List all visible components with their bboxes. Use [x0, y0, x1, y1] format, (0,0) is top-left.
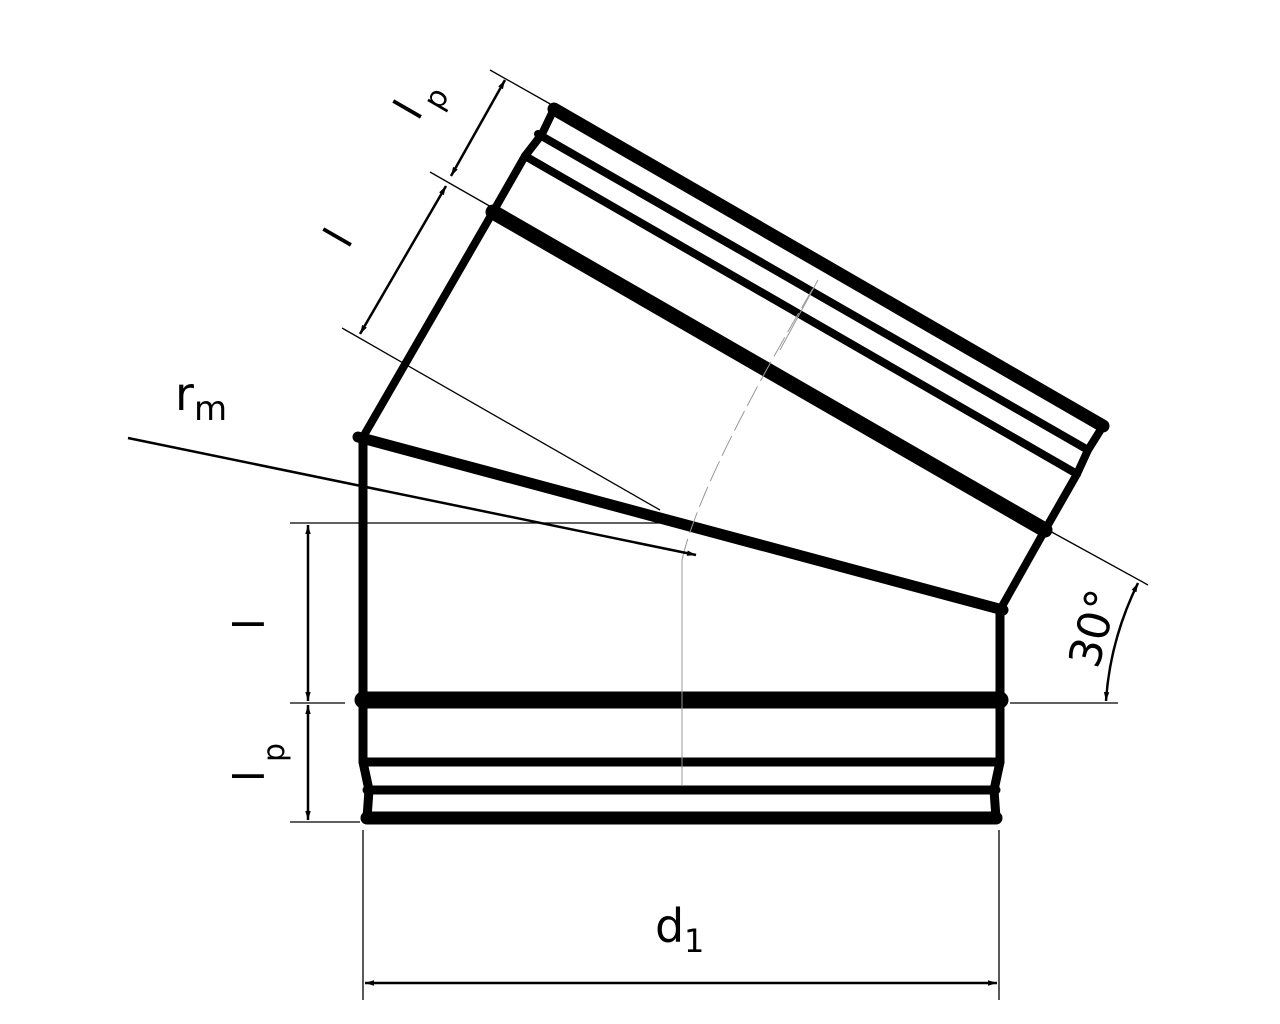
- upper-segment: [359, 102, 1110, 614]
- lp-left-sub: p: [257, 743, 292, 762]
- upper-wall-right-2: [1041, 470, 1081, 534]
- l-top-main: l: [314, 220, 362, 255]
- l-top-label: l: [314, 220, 362, 255]
- d1-label: d 1: [655, 899, 704, 960]
- extension-lines: [290, 69, 1149, 1000]
- centerline: [681, 279, 819, 785]
- dim-lp-top: [449, 79, 507, 177]
- l-left-label: l: [225, 618, 274, 630]
- rm-label: r m: [175, 367, 227, 429]
- upper-bead-line-2: [534, 130, 1092, 454]
- rm-main: r: [175, 367, 194, 421]
- upper-joint-band: [485, 204, 1053, 538]
- bottom-left-taper: [358, 757, 374, 823]
- upper-bead-line-1: [521, 152, 1081, 478]
- angle-text: 30°: [1059, 584, 1128, 673]
- d1-sub: 1: [684, 922, 704, 960]
- lp-left-label: l p: [225, 743, 292, 782]
- upper-end-line: [547, 102, 1110, 433]
- l-left-main: l: [225, 618, 274, 630]
- upper-left-taper: [521, 105, 558, 160]
- upper-wall-left-2: [489, 152, 529, 216]
- upper-right-wall: [996, 526, 1049, 614]
- angle-label: 30°: [1059, 584, 1128, 673]
- rm-sub: m: [194, 389, 227, 429]
- dim-angle-arc: [1103, 582, 1140, 702]
- lp-top-label: l p: [384, 82, 457, 127]
- dimension-lines: [127, 79, 1140, 986]
- dim-l-top: [358, 185, 448, 335]
- lp-top-sub: p: [417, 82, 457, 116]
- upper-right-taper: [1073, 422, 1107, 478]
- miter-joint: [352, 431, 1009, 616]
- lp-left-main: l: [225, 770, 274, 782]
- rm-leader: [127, 436, 697, 557]
- bottom-right-taper: [989, 757, 1005, 823]
- d1-main: d: [655, 899, 684, 953]
